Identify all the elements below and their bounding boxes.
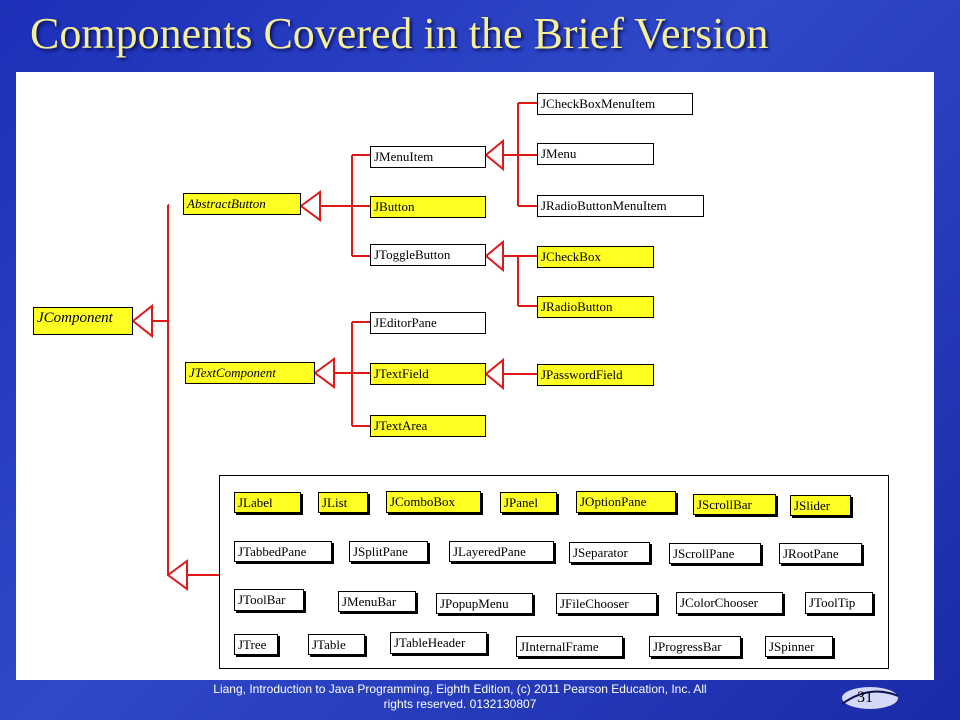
jmenuitem-node: JMenuItem (370, 146, 486, 168)
component-box: JInternalFrame (516, 636, 623, 657)
slide-title: Components Covered in the Brief Version (30, 9, 769, 58)
footer-line-1: Liang, Introduction to Java Programming,… (213, 682, 707, 696)
jpasswordfield-node: JPasswordField (537, 364, 654, 386)
component-box: JSplitPane (349, 541, 428, 562)
jtextcomponent-node: JTextComponent (185, 362, 315, 384)
component-box: JTabbedPane (234, 541, 332, 562)
jbutton-node: JButton (370, 196, 486, 218)
component-box: JScrollBar (693, 494, 776, 515)
page-swoosh-icon (841, 687, 899, 709)
component-box: JTableHeader (390, 632, 487, 654)
component-box: JTable (308, 634, 365, 655)
component-box: JTree (234, 634, 278, 655)
jcheckboxmenuitem-node: JCheckBoxMenuItem (537, 93, 693, 115)
component-box: JScrollPane (669, 543, 761, 564)
component-box: JLabel (234, 492, 301, 513)
component-box: JSpinner (765, 636, 833, 657)
component-box: JLayeredPane (449, 541, 554, 562)
jeditorpane-node: JEditorPane (370, 312, 486, 334)
jcheckbox-node: JCheckBox (537, 246, 654, 268)
component-box: JSeparator (569, 542, 650, 563)
page-number: 31 (857, 689, 873, 706)
jmenu-node: JMenu (537, 143, 654, 165)
abstract-button-node: AbstractButton (183, 193, 301, 215)
component-box: JMenuBar (338, 591, 416, 612)
jtextarea-node: JTextArea (370, 415, 486, 437)
jtextfield-node: JTextField (370, 363, 486, 385)
component-box: JToolTip (805, 592, 873, 614)
component-box: JPopupMenu (436, 593, 533, 614)
component-box: JFileChooser (556, 593, 657, 614)
jradiobuttonmenuitem-node: JRadioButtonMenuItem (537, 195, 704, 217)
component-box: JPanel (500, 492, 557, 513)
component-box: JProgressBar (649, 636, 741, 657)
component-box: JList (318, 492, 368, 513)
jradiobutton-node: JRadioButton (537, 296, 654, 318)
component-box: JToolBar (234, 589, 304, 611)
component-box: JRootPane (779, 543, 862, 564)
footer-line-2: rights reserved. 0132130807 (383, 697, 537, 711)
component-box: JColorChooser (676, 592, 783, 614)
component-box: JSlider (790, 495, 851, 516)
jcomponent-node: JComponent (33, 307, 133, 335)
component-box: JOptionPane (576, 491, 676, 513)
slide-footer: Liang, Introduction to Java Programming,… (160, 682, 760, 712)
jtogglebutton-node: JToggleButton (370, 244, 486, 266)
component-box: JComboBox (386, 491, 481, 513)
